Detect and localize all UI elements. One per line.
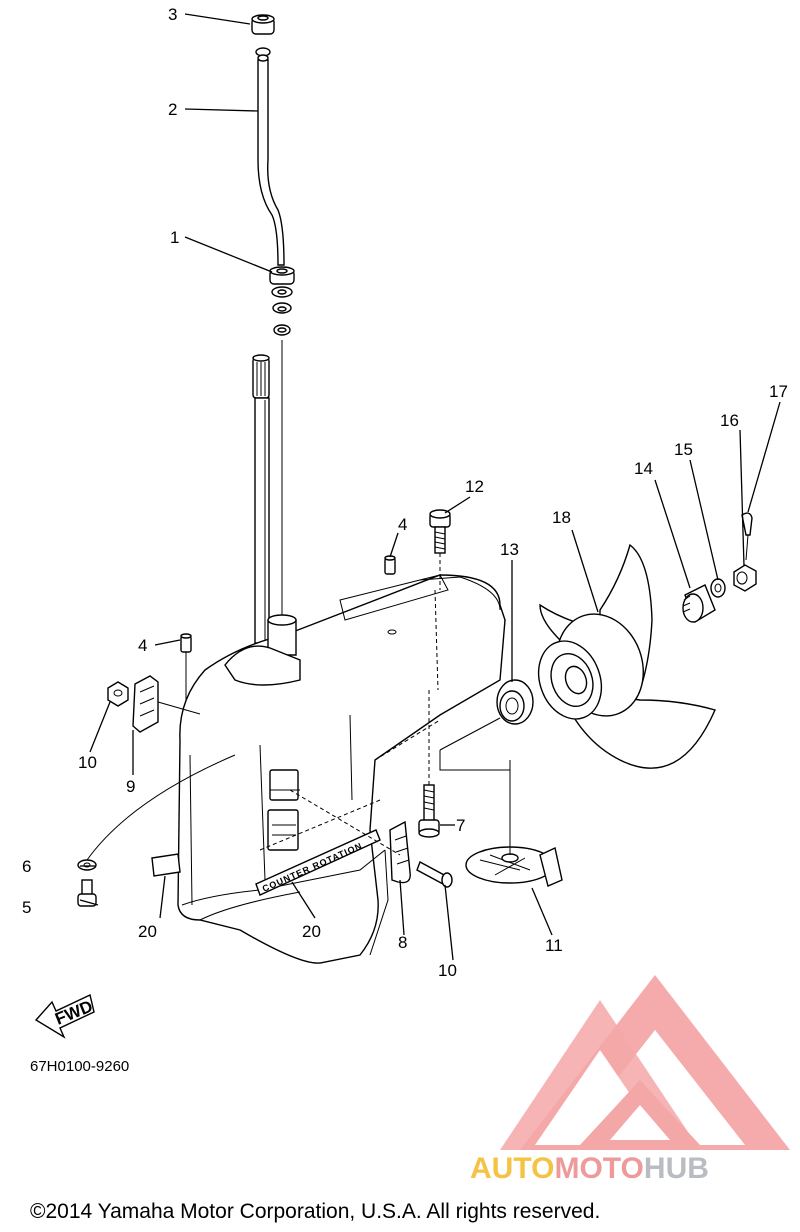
cotter-pin-18 <box>741 512 753 561</box>
spacer-15 <box>682 584 716 624</box>
anode-9 <box>132 675 201 733</box>
callout-4-lower: 4 <box>138 636 147 655</box>
callout-19: 18 <box>552 508 571 527</box>
callout-18: 17 <box>769 382 788 401</box>
callout-3: 3 <box>168 5 177 24</box>
anode-plate-12 <box>465 760 563 887</box>
water-tube <box>255 47 285 266</box>
dowel-pin-upper <box>384 555 397 635</box>
callout-5: 5 <box>22 898 31 917</box>
diagram-code: 67H0100-9260 <box>30 1058 129 1075</box>
dowel-pin-lower <box>180 633 192 700</box>
propeller-nut-17 <box>733 564 757 592</box>
seal-stack <box>269 266 295 625</box>
callout-10: 10 <box>438 961 457 980</box>
thrust-washer-14 <box>439 679 534 771</box>
drive-shaft <box>252 354 270 644</box>
copyright-text: ©2014 Yamaha Motor Corporation, U.S.A. A… <box>30 1200 600 1223</box>
decal-small <box>151 853 181 877</box>
forward-arrow-icon: FWD <box>34 993 95 1039</box>
callout-7: 7 <box>456 816 465 835</box>
callout-17: 16 <box>720 411 739 430</box>
callout-labels: 3 2 1 4 4 10 9 6 5 20 20 8 10 7 11 12 13… <box>22 5 788 980</box>
lower-casing <box>177 574 506 964</box>
callout-6: 6 <box>22 857 31 876</box>
callout-2: 2 <box>168 100 177 119</box>
callout-20-center: 20 <box>302 922 321 941</box>
trim-tab-8 <box>389 820 411 884</box>
bolt-10 <box>289 789 453 888</box>
callout-20-left: 20 <box>138 922 157 941</box>
washer-16 <box>710 578 726 598</box>
automotohub-logo <box>500 975 790 1150</box>
callout-16: 15 <box>674 440 693 459</box>
nut-11 <box>107 681 129 707</box>
callout-11: 10 <box>78 753 97 772</box>
bolt-7 <box>418 690 440 838</box>
grommet-top <box>251 14 275 35</box>
callout-1: 1 <box>170 228 179 247</box>
callout-14: 13 <box>500 540 519 559</box>
callout-8: 8 <box>398 933 407 952</box>
propeller-19 <box>537 543 716 769</box>
callout-15: 14 <box>634 459 653 478</box>
washer-6 <box>77 859 97 871</box>
logo-wordmark: AUTOMOTOHUB <box>470 1152 709 1185</box>
callout-13: 12 <box>465 477 484 496</box>
callout-12: 11 <box>545 936 563 955</box>
callout-4-upper: 4 <box>398 515 407 534</box>
leader-lines <box>79 13 781 961</box>
fwd-label: FWD <box>52 997 95 1029</box>
bolt-13 <box>429 509 451 590</box>
callout-9: 9 <box>126 777 135 796</box>
